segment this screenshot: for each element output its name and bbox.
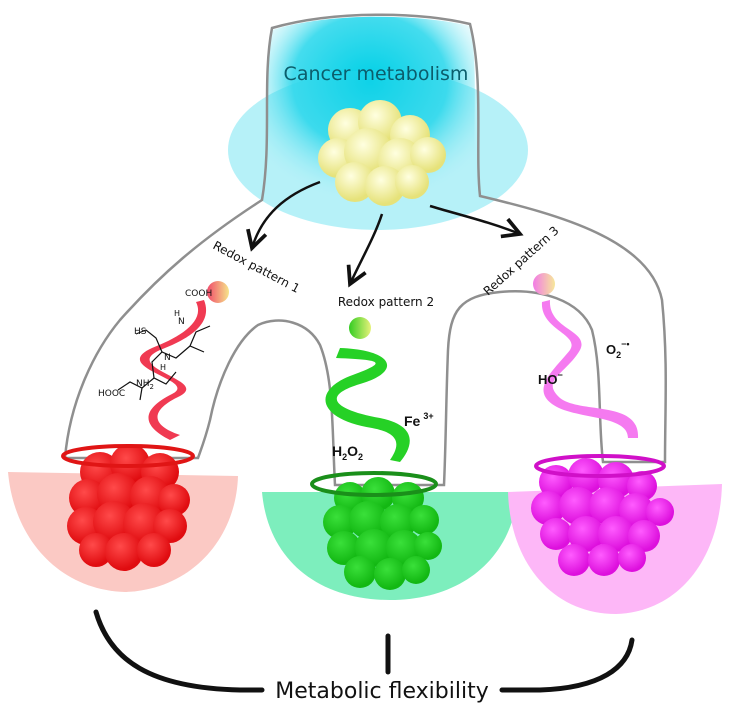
ring-pattern-1 xyxy=(61,444,195,468)
ribbon-pattern-3 xyxy=(541,300,639,438)
ho-label: HO− xyxy=(538,370,563,387)
mol-hooc: HOOC xyxy=(98,389,125,399)
mol-h2: H xyxy=(174,309,180,318)
branch-outline xyxy=(63,13,667,487)
magenta-cell-cluster xyxy=(531,458,674,576)
h2o2-label: H2O2 xyxy=(332,443,363,462)
yellow-cell-cluster xyxy=(318,100,446,206)
dot-pattern-1 xyxy=(207,281,229,303)
bracket-left xyxy=(93,609,265,693)
glutathione-molecule xyxy=(117,325,211,401)
mol-h1: H xyxy=(160,363,166,372)
footer-label: Metabolic flexibility xyxy=(275,679,488,704)
green-cell-cluster xyxy=(323,477,442,590)
ribbon-pattern-2 xyxy=(325,348,410,462)
mol-cooh: COOH xyxy=(185,289,212,299)
ribbon-pattern-1 xyxy=(139,300,207,440)
mol-n1: N xyxy=(164,353,171,363)
arrow-pattern-2 xyxy=(350,213,384,284)
dot-pattern-3 xyxy=(533,273,555,295)
ring-pattern-2 xyxy=(310,471,438,497)
mol-n2: N xyxy=(178,317,185,327)
ring-pattern-3 xyxy=(534,454,666,478)
mol-sh: HS xyxy=(134,327,147,337)
pattern-2-label: Redox pattern 2 xyxy=(338,295,434,309)
arrow-pattern-1 xyxy=(252,180,321,248)
mol-nh2: NH2 xyxy=(136,379,154,391)
bracket-right xyxy=(499,637,635,693)
title: Cancer metabolism xyxy=(284,63,469,85)
dot-pattern-2 xyxy=(349,317,371,339)
o2-label: O2−• xyxy=(606,339,630,360)
arrow-pattern-3 xyxy=(429,204,520,234)
